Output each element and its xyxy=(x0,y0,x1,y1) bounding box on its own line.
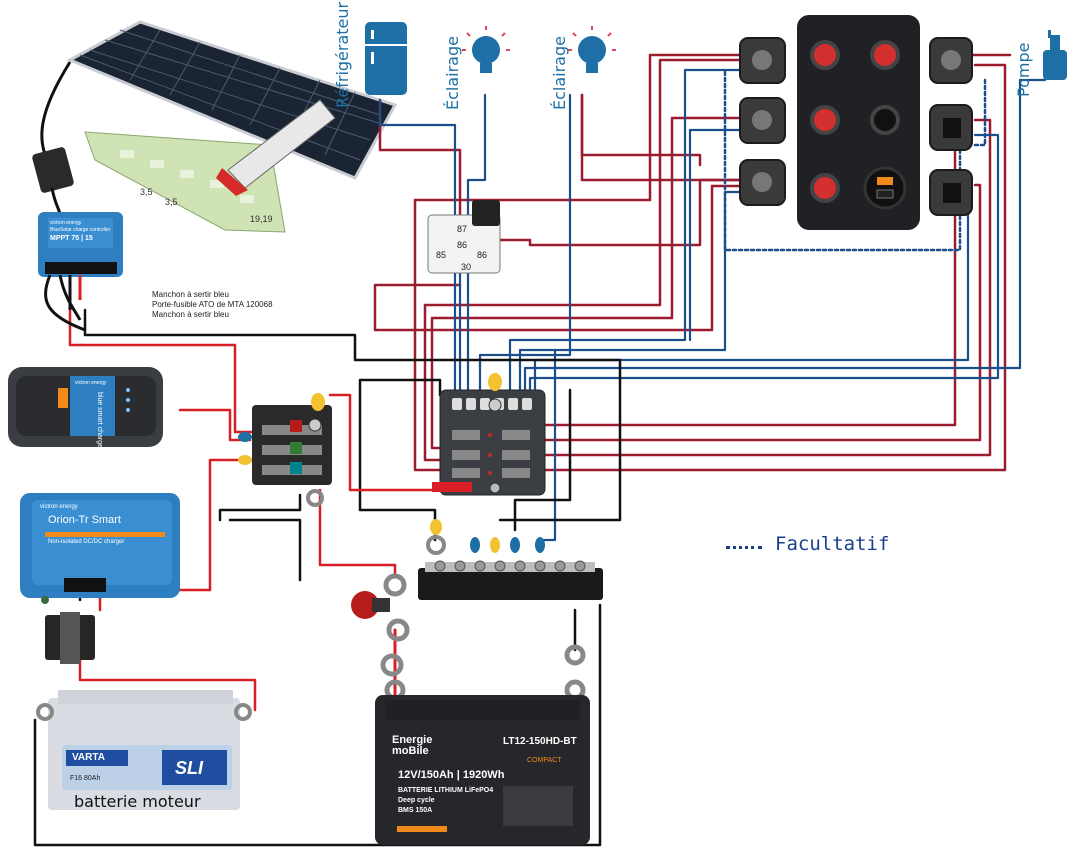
lithium-cycle: Deep cycle xyxy=(398,797,435,804)
orion-brand: victron energy xyxy=(40,504,78,510)
svg-text:3,5: 3,5 xyxy=(165,197,178,207)
inline-fuse xyxy=(45,612,95,664)
fuse-box xyxy=(432,373,546,496)
busbar xyxy=(418,519,603,600)
solar-note-1: Manchon à sertir bleu xyxy=(152,290,229,299)
charger-brand: victron energy xyxy=(75,380,107,386)
dc-dc-charger xyxy=(20,493,180,604)
svg-text:19,19: 19,19 xyxy=(250,214,273,224)
fridge-label: Réfrigérateur xyxy=(333,1,352,108)
mppt-controller xyxy=(38,212,123,332)
bulb-icon xyxy=(462,26,510,73)
mppt-sub: BlueSolar charge controller xyxy=(50,227,111,233)
varta-line: SLI xyxy=(175,758,204,778)
lithium-battery xyxy=(375,695,590,845)
relay-pin-86-center: 86 xyxy=(457,240,467,250)
orion-model: Orion-Tr Smart xyxy=(48,514,121,526)
mppt-model: MPPT 75 | 15 xyxy=(50,235,93,242)
svg-text:3,5: 3,5 xyxy=(140,187,153,197)
lithium-compact: COMPACT xyxy=(527,757,562,764)
relay: 87 86 85 86 30 xyxy=(427,200,501,274)
starter-battery-caption: batterie moteur xyxy=(74,792,201,811)
terminal-block xyxy=(238,393,332,485)
pump-icon xyxy=(1043,30,1067,80)
pump-label: Pompe xyxy=(1014,42,1033,97)
legend-dotted-line xyxy=(726,546,762,549)
mppt-brand: victron energy xyxy=(50,220,82,226)
solar-panel: 3,5 3,5 19,19 xyxy=(32,20,398,233)
lithium-chem: BATTERIE LITHIUM LiFePO4 xyxy=(398,787,494,794)
fridge-icon xyxy=(365,22,407,95)
switch-panel xyxy=(797,15,920,230)
relay-pin-30: 30 xyxy=(461,262,471,272)
starter-battery xyxy=(36,690,252,810)
light2-label: Éclairage xyxy=(550,36,569,110)
relay-pin-87: 87 xyxy=(457,224,467,234)
lithium-brand: Energie moBile xyxy=(392,734,433,757)
relay-pin-86: 86 xyxy=(477,250,487,260)
varta-code: F16 80Ah xyxy=(70,775,101,782)
solar-note-2: Porte-fusible ATO de MTA 120068 xyxy=(152,300,273,309)
charger-model: blue smart charger xyxy=(96,392,103,451)
lithium-spec: 12V/150Ah | 1920Wh xyxy=(398,769,505,781)
light1-label: Éclairage xyxy=(443,36,462,110)
bulb-icon xyxy=(568,26,616,73)
relay-pin-85: 85 xyxy=(436,250,446,260)
varta-brand: VARTA xyxy=(72,752,105,763)
orion-sub: Non-isolated DC/DC charger xyxy=(48,539,125,545)
solar-note-3: Manchon à sertir bleu xyxy=(152,310,229,319)
lithium-bms: BMS 150A xyxy=(398,807,433,814)
ac-charger xyxy=(8,367,163,447)
lithium-model: LT12-150HD-BT xyxy=(503,736,577,747)
legend-optional-label: Facultatif xyxy=(775,533,890,555)
